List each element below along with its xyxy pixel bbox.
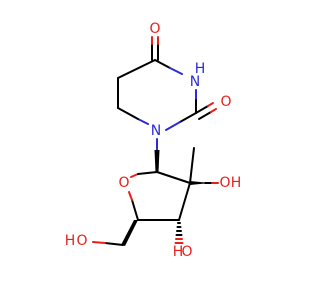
label-oh-right-o: O	[219, 175, 230, 191]
c2-substituents	[189, 147, 219, 185]
bond-c1-c2	[156, 171, 191, 184]
label-oh-right-h: H	[231, 175, 242, 191]
bond-c2-c3	[178, 182, 191, 221]
c4-substituents	[92, 220, 138, 246]
label-oh-bottom-o: O	[181, 244, 192, 260]
bond-c4-n3-blue	[169, 67, 183, 75]
bond-o4-c1	[137, 171, 158, 175]
label-nh-n: N	[190, 74, 200, 90]
wedge-c2-oh	[190, 181, 205, 185]
bond-n1-c6	[117, 107, 139, 120]
bond-c4-n3	[154, 59, 171, 69]
bond-c2-methyl	[189, 147, 195, 184]
wedge-c4-ch2	[121, 220, 138, 246]
label-nh-h: H	[195, 61, 206, 77]
bond-n1-c6-blue	[137, 118, 149, 125]
bond-o4-c1-red	[130, 173, 139, 178]
c3-hashed-wedge	[174, 222, 184, 244]
label-ho-left-o: O	[76, 233, 87, 249]
bond-c4-o4-red	[128, 191, 133, 201]
bond-c2-o-red	[207, 102, 214, 107]
pyrimidine-ring	[117, 36, 217, 131]
bond-c2-o-2-red	[210, 108, 217, 113]
molecule-canvas: O H N O N O O H O H H O	[65, 21, 242, 260]
label-o-right: O	[220, 94, 231, 110]
bond-c2-o-2	[198, 111, 212, 120]
bond-c2-o	[195, 105, 209, 114]
furanose-ring	[128, 171, 191, 221]
atom-labels: O H N O N O O H O H H O	[65, 21, 242, 260]
bond-ch2-o	[104, 242, 124, 246]
bond-ch2-o-red	[92, 241, 106, 244]
wedge-n1-c1	[154, 150, 160, 172]
label-o-furanose: O	[118, 175, 129, 191]
bond-c5-c4	[117, 59, 156, 79]
label-n-ring: N	[151, 123, 161, 139]
label-ho-left-h: H	[65, 233, 76, 249]
structure-diagram: O H N O N O O H O H H O	[65, 21, 242, 260]
label-oh-bottom-h: H	[173, 244, 184, 260]
bond-c4-o4	[131, 199, 139, 221]
label-o-top: O	[149, 21, 160, 37]
glycosidic-bond	[154, 138, 160, 172]
bond-c2-n1	[179, 112, 197, 123]
bond-c2-n1-blue	[165, 121, 181, 131]
